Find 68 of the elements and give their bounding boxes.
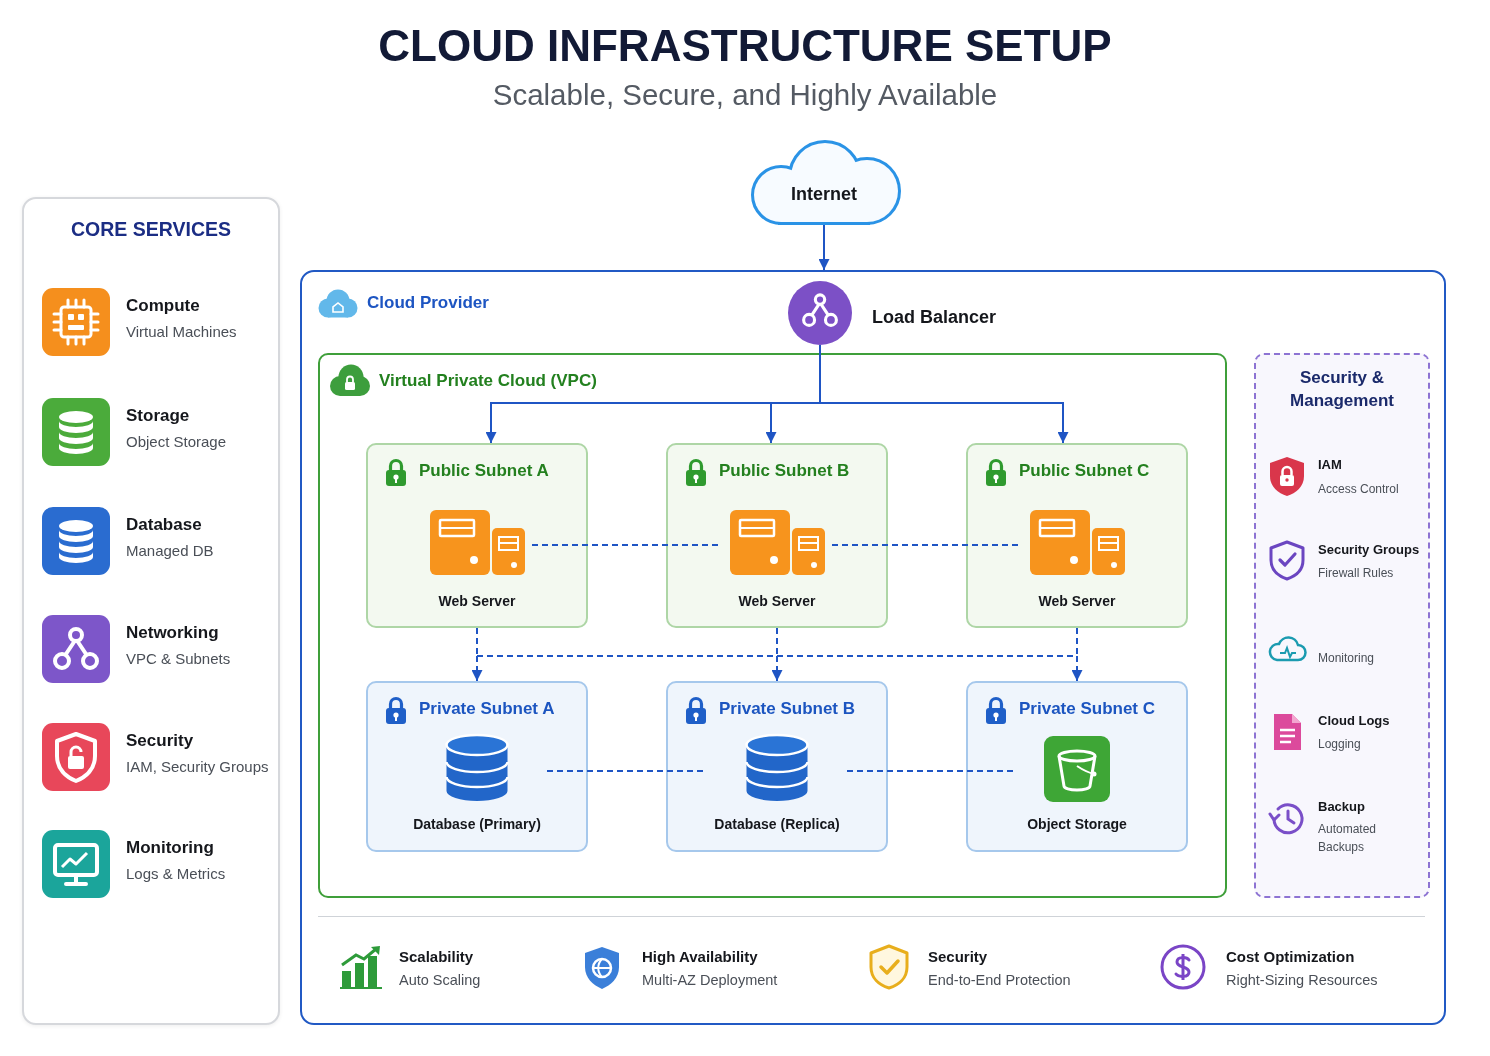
service-name: Monitoring bbox=[126, 838, 214, 859]
feature-name: High Availability bbox=[642, 948, 758, 966]
item-name: Security Groups bbox=[1318, 542, 1420, 558]
item-description: Firewall Rules bbox=[1318, 565, 1394, 582]
service-description: Logs & Metrics bbox=[126, 865, 226, 883]
connector-line bbox=[770, 402, 821, 404]
dashed-line bbox=[1076, 627, 1078, 657]
feature-description: Multi-AZ Deployment bbox=[642, 972, 778, 990]
container-heading: Public Subnet C bbox=[1019, 461, 1150, 482]
subnet-box bbox=[366, 681, 588, 852]
arrow bbox=[819, 402, 1069, 444]
subnet-box bbox=[666, 443, 888, 628]
dashed-line bbox=[476, 627, 478, 657]
item-name: IAM bbox=[1318, 457, 1342, 473]
feature-description: Auto Scaling bbox=[399, 972, 481, 990]
arrow bbox=[485, 402, 772, 444]
service-description: Object Storage bbox=[126, 433, 227, 451]
item-description: Automated Backups bbox=[1318, 821, 1377, 856]
connector-line bbox=[819, 344, 821, 404]
feature-name: Cost Optimization bbox=[1226, 948, 1355, 966]
item-name: Backup bbox=[1318, 799, 1365, 815]
service-description: VPC & Subnets bbox=[126, 650, 231, 668]
node-label: Object Storage bbox=[1027, 816, 1127, 833]
feature-name: Scalability bbox=[399, 948, 474, 966]
service-description: Virtual Machines bbox=[126, 323, 237, 341]
node-label: Web Server bbox=[1038, 593, 1116, 610]
node-label: Web Server bbox=[438, 593, 516, 610]
container-heading: Public Subnet B bbox=[719, 461, 850, 482]
arrow bbox=[471, 655, 483, 682]
vpc-container bbox=[318, 353, 1227, 898]
feature-name: Security bbox=[928, 948, 988, 966]
service-description: Managed DB bbox=[126, 542, 214, 560]
container-heading: Virtual Private Cloud (VPC) bbox=[379, 371, 597, 392]
service-name: Security bbox=[126, 731, 194, 752]
arrow bbox=[765, 402, 777, 444]
panel-heading: Security & Management bbox=[1289, 367, 1395, 412]
item-description: Access Control bbox=[1318, 481, 1399, 498]
diagram-title: CLOUD INFRASTRUCTURE SETUP bbox=[378, 20, 1112, 72]
service-name: Compute bbox=[126, 296, 200, 317]
container-heading: Public Subnet A bbox=[419, 461, 549, 482]
feature-description: End-to-End Protection bbox=[928, 972, 1071, 990]
subnet-box bbox=[666, 681, 888, 852]
service-name: Storage bbox=[126, 406, 190, 427]
item-name: Cloud Logs bbox=[1318, 713, 1390, 729]
item-description: Monitoring bbox=[1318, 650, 1375, 667]
node-label: Database (Primary) bbox=[413, 816, 541, 833]
subnet-box bbox=[966, 443, 1188, 628]
container-heading: Private Subnet C bbox=[1019, 699, 1156, 720]
service-name: Database bbox=[126, 515, 202, 536]
node-caption: Load Balancer bbox=[872, 307, 997, 329]
side-panel bbox=[1254, 353, 1430, 898]
subnet-box bbox=[366, 443, 588, 628]
panel-heading: CORE SERVICES bbox=[71, 218, 231, 242]
feature-description: Right-Sizing Resources bbox=[1226, 972, 1378, 990]
node-label: Database (Replica) bbox=[714, 816, 840, 833]
container-heading: Cloud Provider bbox=[367, 293, 489, 314]
provider-container bbox=[300, 270, 1446, 1025]
service-name: Networking bbox=[126, 623, 219, 644]
subnet-box bbox=[966, 681, 1188, 852]
service-description: IAM, Security Groups bbox=[126, 758, 269, 776]
container-heading: Private Subnet B bbox=[719, 699, 856, 720]
node-label: Internet bbox=[791, 184, 857, 206]
item-description: Logging bbox=[1318, 736, 1361, 753]
arrow bbox=[818, 224, 830, 271]
node-label: Web Server bbox=[738, 593, 816, 610]
subtitle: Scalable, Secure, and Highly Available bbox=[492, 77, 998, 113]
arrow bbox=[1071, 655, 1083, 682]
container-heading: Private Subnet A bbox=[419, 699, 555, 720]
